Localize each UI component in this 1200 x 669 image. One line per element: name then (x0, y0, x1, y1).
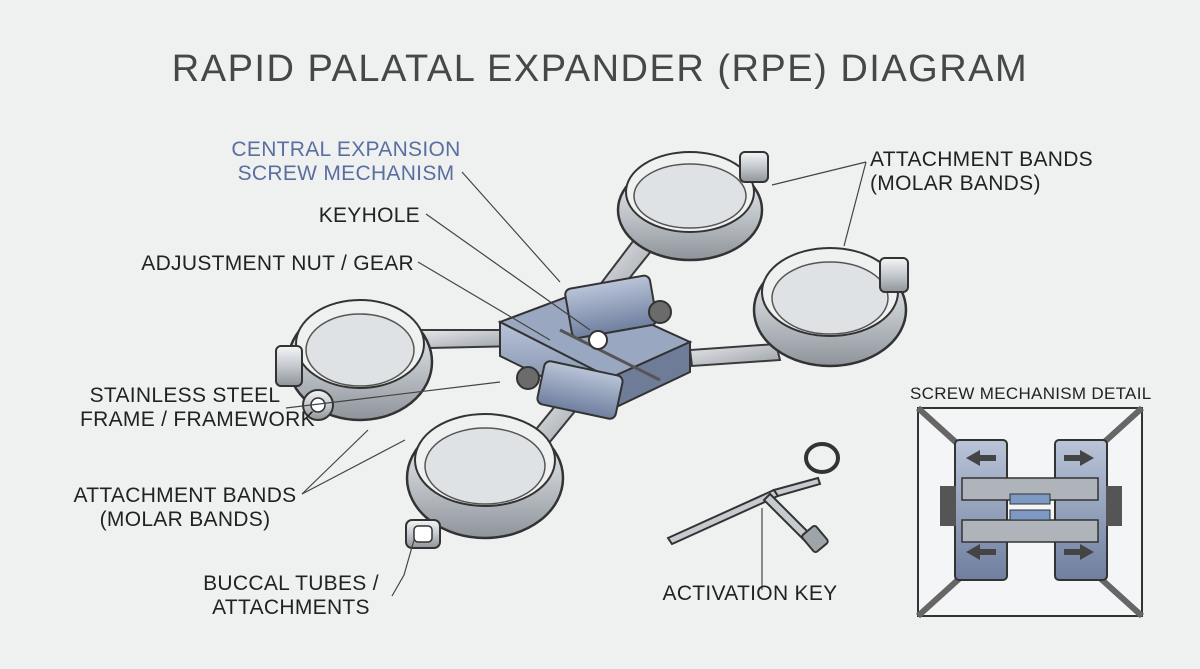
label-bands-left-line1: ATTACHMENT BANDS (73, 484, 297, 507)
label-buccal-tubes: BUCCAL TUBES / ATTACHMENTS (196, 572, 386, 620)
leader-lines (285, 161, 867, 597)
label-buccal-line2: ATTACHMENTS (212, 596, 370, 619)
molar-band-lower-right (752, 247, 909, 368)
label-adjustment-nut: ADJUSTMENT NUT / GEAR (141, 252, 414, 275)
label-bands-left-line2: (MOLAR BANDS) (99, 508, 271, 531)
central-screw-assembly (497, 274, 693, 420)
diagram-title: RAPID PALATAL EXPANDER (RPE) DIAGRAM (171, 48, 1029, 90)
label-frame-line1: STAINLESS STEEL (89, 384, 281, 407)
detail-arrows (966, 450, 1094, 560)
label-stainless-frame: STAINLESS STEEL FRAME / FRAMEWORK (80, 384, 315, 432)
label-keyhole: KEYHOLE (318, 204, 420, 227)
label-central-screw: CENTRAL EXPANSION SCREW MECHANISM (210, 138, 482, 186)
label-central-screw-line1: CENTRAL EXPANSION (231, 138, 461, 161)
label-attachment-bands-right: ATTACHMENT BANDS (MOLAR BANDS) (870, 148, 1093, 196)
molar-band-upper-right (616, 151, 769, 262)
label-activation-key: ACTIVATION KEY (662, 582, 838, 605)
label-bands-right-line2: (MOLAR BANDS) (870, 172, 1041, 195)
label-attachment-bands-left: ATTACHMENT BANDS (MOLAR BANDS) (70, 484, 300, 532)
molar-band-lower-left (405, 413, 565, 549)
molar-band-upper-left (275, 299, 434, 422)
label-buccal-line1: BUCCAL TUBES / (203, 572, 379, 595)
label-frame-line2: FRAME / FRAMEWORK (80, 408, 315, 431)
activation-key-illustration (666, 442, 840, 553)
label-bands-right-line1: ATTACHMENT BANDS (870, 148, 1093, 171)
screw-detail-box (915, 405, 1145, 619)
label-central-screw-line2: SCREW MECHANISM (237, 162, 455, 185)
label-detail-title: SCREW MECHANISM DETAIL (910, 384, 1152, 403)
